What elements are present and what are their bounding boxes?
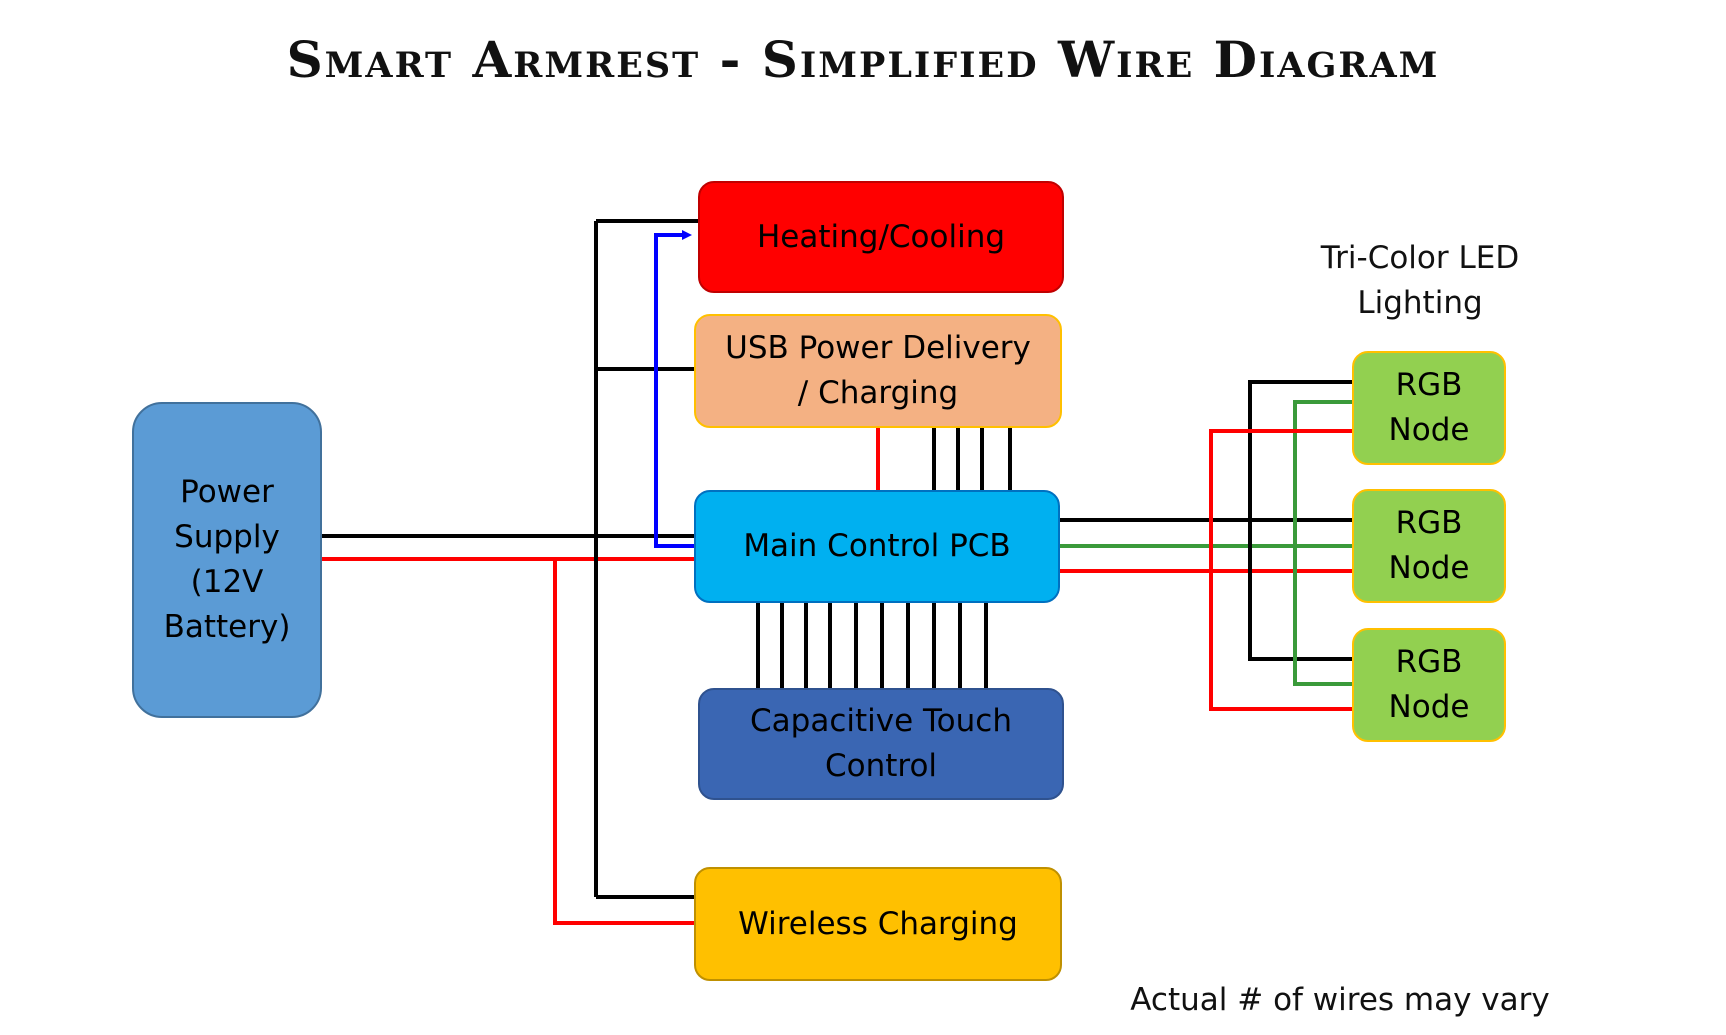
capacitive-touch-label: Capacitive Touch Control — [750, 703, 1012, 784]
wire-bundle-pcb-to-touch — [756, 603, 988, 688]
wireless-charging-label: Wireless Charging — [738, 905, 1018, 942]
wire-black-rgb-bus — [1248, 380, 1352, 661]
diagram-title: Smart Armrest - Simplified Wire Diagram — [286, 30, 1440, 89]
rgb-node-block: RGB Node — [1352, 351, 1506, 465]
rgb-node-label: RGB Node — [1388, 367, 1470, 448]
rgb-node-label: RGB Node — [1388, 644, 1470, 725]
main-control-pcb-block: Main Control PCB — [694, 490, 1060, 603]
heating-cooling-block: Heating/Cooling — [698, 181, 1064, 293]
footnote: Actual # of wires may vary — [1130, 982, 1550, 1018]
main-control-pcb-label: Main Control PCB — [743, 528, 1011, 565]
wireless-charging-block: Wireless Charging — [694, 867, 1062, 981]
heating-cooling-label: Heating/Cooling — [756, 218, 1006, 255]
rgb-node-label: RGB Node — [1388, 505, 1470, 586]
usb-power-label: USB Power Delivery / Charging — [725, 330, 1031, 411]
power-supply-label: Power Supply (12V Battery) — [163, 474, 291, 645]
wire-bundle-usb-to-pcb — [932, 428, 1012, 490]
wire-blue-pcb-to-heating — [654, 230, 694, 548]
capacitive-touch-block: Capacitive Touch Control — [698, 688, 1064, 800]
wire-green-rgb-bus — [1293, 400, 1352, 686]
rgb-node-block: RGB Node — [1352, 628, 1506, 742]
power-supply-block: Power Supply (12V Battery) — [132, 402, 322, 718]
led-group-label: Tri-Color LED Lighting — [1320, 240, 1520, 321]
rgb-node-block: RGB Node — [1352, 489, 1506, 603]
wire-red-to-wireless — [553, 559, 694, 925]
usb-power-block: USB Power Delivery / Charging — [694, 314, 1062, 428]
wire-red-rgb-bus — [1209, 429, 1352, 711]
